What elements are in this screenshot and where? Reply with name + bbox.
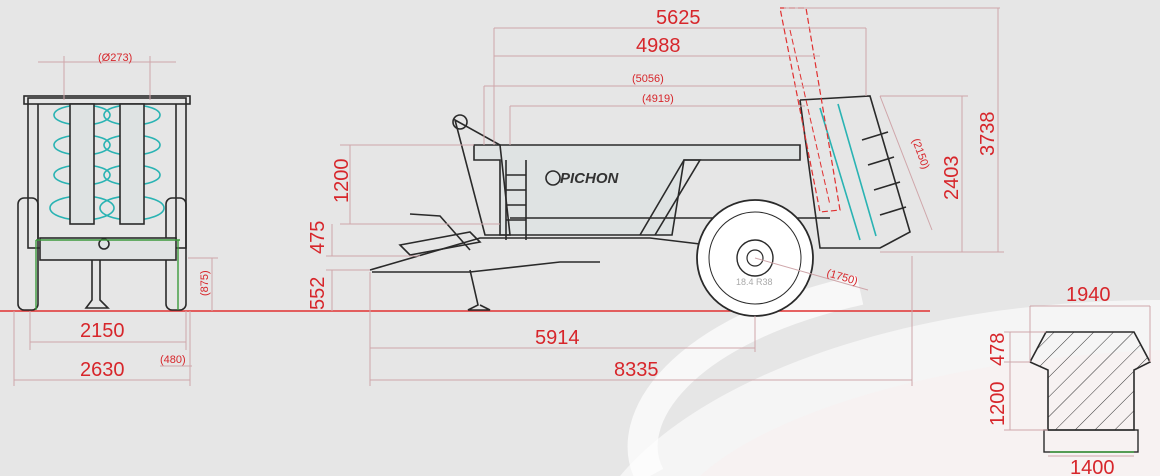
dim-side-length-2: 4988 <box>636 35 681 57</box>
dim-sect-top: 1940 <box>1066 284 1111 306</box>
cross-section: 1940 478 1200 1400 <box>987 284 1152 476</box>
dim-front-wheel-width: (480) <box>160 354 186 366</box>
dim-side-axle-dist: 5914 <box>535 327 580 349</box>
dim-side-total: 8335 <box>614 359 659 381</box>
background-swirl <box>620 275 1160 476</box>
dim-side-height-total: 3738 <box>977 112 999 157</box>
dim-side-box-height: 1200 <box>331 159 353 204</box>
side-view: PICHON 18.4 R38 <box>307 7 1004 386</box>
dim-front-width: 2630 <box>80 359 125 381</box>
dim-side-chassis: 475 <box>307 221 329 254</box>
dim-sect-478: 478 <box>987 333 1009 366</box>
dim-sect-1200: 1200 <box>987 382 1009 427</box>
dim-front-track: 2150 <box>80 320 125 342</box>
dim-side-height-2: 2403 <box>941 156 963 201</box>
dim-side-length-top: 5625 <box>656 7 701 29</box>
front-view: (Ø273) (875) 2150 2630 (480) <box>13 52 218 386</box>
dim-side-hitch: 552 <box>307 277 329 310</box>
dim-sect-bottom: 1400 <box>1070 457 1115 476</box>
dim-side-length-3: (5056) <box>632 73 664 85</box>
dim-front-height: (875) <box>199 270 211 296</box>
dim-front-diameter: (Ø273) <box>98 52 132 64</box>
dim-side-length-4: (4919) <box>642 93 674 105</box>
dim-side-beater: (2150) <box>909 137 931 171</box>
brand-logo: PICHON <box>560 170 620 187</box>
tire-size-label: 18.4 R38 <box>736 277 773 287</box>
